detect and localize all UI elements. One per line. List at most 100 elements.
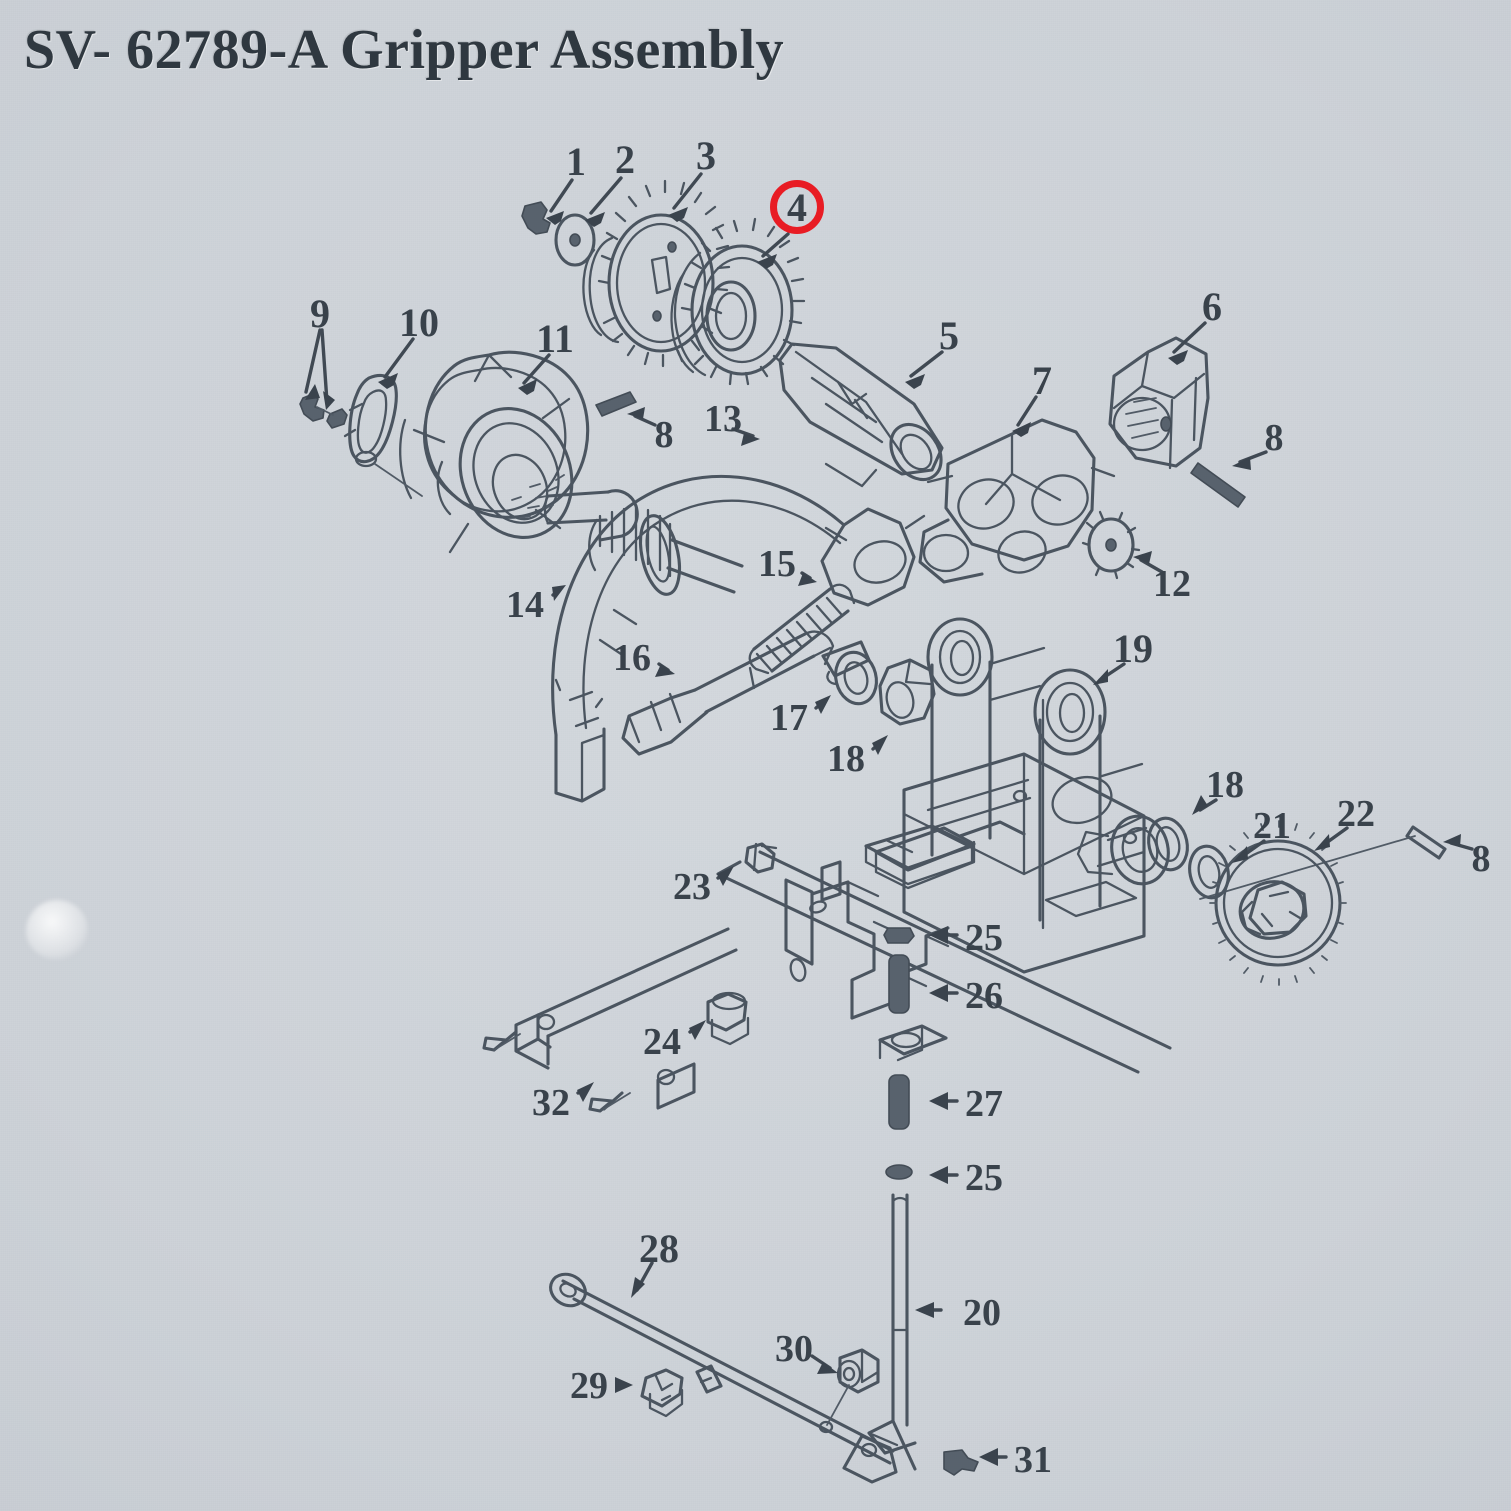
part-8-pin-right xyxy=(1199,825,1447,900)
part-1-pin xyxy=(521,201,551,235)
callout-25-lower[interactable]: 25 xyxy=(929,1157,1003,1199)
callout-23-label: 23 xyxy=(673,866,711,908)
callout-31[interactable]: 31 xyxy=(979,1439,1052,1481)
part-25-key-a xyxy=(883,927,915,944)
callout-23[interactable]: 23 xyxy=(673,866,734,908)
callout-1-label: 1 xyxy=(566,139,586,184)
callout-16[interactable]: 16 xyxy=(613,637,675,679)
part-15-spring xyxy=(748,583,856,675)
part-2-washer xyxy=(554,213,596,267)
callout-10[interactable]: 10 xyxy=(378,300,439,389)
callout-6[interactable]: 6 xyxy=(1168,284,1222,365)
callout-17-label: 17 xyxy=(770,697,808,739)
part-28-link-arm xyxy=(549,1272,898,1484)
callout-20[interactable]: 20 xyxy=(915,1292,1001,1334)
callout-31-label: 31 xyxy=(1014,1439,1052,1481)
callout-32-label: 32 xyxy=(532,1082,570,1124)
part-31-clip xyxy=(943,1449,979,1476)
callout-8-mid-label: 8 xyxy=(1265,417,1284,459)
callout-8-left[interactable]: 8 xyxy=(627,407,674,456)
part-19-frame xyxy=(864,617,1170,974)
callout-8-right[interactable]: 8 xyxy=(1443,834,1491,880)
callout-4[interactable]: 4 xyxy=(757,180,824,270)
callout-25-upper[interactable]: 25 xyxy=(929,917,1003,959)
callout-10-label: 10 xyxy=(399,300,439,345)
callout-15-label: 15 xyxy=(758,543,796,585)
callout-27-label: 27 xyxy=(965,1083,1003,1125)
callout-29[interactable]: 29 xyxy=(570,1365,633,1407)
callout-22[interactable]: 22 xyxy=(1314,793,1375,851)
part-32-bar xyxy=(482,927,738,1113)
callout-13-label: 13 xyxy=(704,398,742,440)
callout-8-left-label: 8 xyxy=(655,414,674,456)
part-29-clip xyxy=(640,1368,684,1418)
callout-8-right-label: 8 xyxy=(1472,838,1491,880)
callout-7[interactable]: 7 xyxy=(1012,358,1052,437)
part-10-bracket xyxy=(343,373,398,468)
part-7-block xyxy=(918,418,1116,584)
callout-8-mid[interactable]: 8 xyxy=(1232,417,1284,470)
callout-32[interactable]: 32 xyxy=(532,1082,594,1124)
callout-19-label: 19 xyxy=(1113,626,1153,671)
callout-25-lower-label: 25 xyxy=(965,1157,1003,1199)
callout-24[interactable]: 24 xyxy=(643,1020,706,1063)
callout-18-right-label: 18 xyxy=(1206,764,1244,806)
callout-21-label: 21 xyxy=(1253,805,1291,847)
callout-30[interactable]: 30 xyxy=(775,1328,838,1374)
part-5-cylinder xyxy=(778,342,944,488)
part-27-pin xyxy=(888,1074,910,1130)
callout-5-label: 5 xyxy=(939,313,959,358)
callout-1[interactable]: 1 xyxy=(546,139,586,225)
callout-28-label: 28 xyxy=(639,1226,679,1271)
callout-2[interactable]: 2 xyxy=(585,137,635,227)
callout-26[interactable]: 26 xyxy=(929,975,1003,1017)
part-25-key-b xyxy=(885,1164,913,1180)
part-8-pin-left xyxy=(595,391,637,417)
paper-smudge-artifact xyxy=(26,900,88,960)
callout-7-label: 7 xyxy=(1032,358,1052,403)
callout-18-left-label: 18 xyxy=(827,738,865,780)
page-title: SV- 62789-A Gripper Assembly xyxy=(24,19,785,81)
part-18-bushing-a xyxy=(878,658,936,726)
callout-18-right[interactable]: 18 xyxy=(1192,764,1244,815)
callout-layer: 1 2 3 4 xyxy=(304,133,1491,1481)
part-8-pin-mid xyxy=(1190,462,1246,508)
callout-11[interactable]: 11 xyxy=(518,316,574,395)
part-4-gear xyxy=(670,217,806,386)
callout-16-label: 16 xyxy=(613,637,651,679)
callout-6-label: 6 xyxy=(1202,284,1222,329)
callout-5[interactable]: 5 xyxy=(905,313,959,389)
callout-9[interactable]: 9 xyxy=(304,291,335,410)
callout-9-label: 9 xyxy=(310,291,330,336)
callout-4-label: 4 xyxy=(787,185,807,230)
callout-11-label: 11 xyxy=(536,316,574,361)
callout-15[interactable]: 15 xyxy=(758,543,817,586)
callout-25-upper-label: 25 xyxy=(965,917,1003,959)
highlight-circle xyxy=(770,180,824,234)
callout-14[interactable]: 14 xyxy=(506,584,566,626)
callout-2-label: 2 xyxy=(615,137,635,182)
callout-3-label: 3 xyxy=(696,133,716,178)
part-26-pin xyxy=(888,954,910,1014)
callout-29-label: 29 xyxy=(570,1365,608,1407)
callout-12[interactable]: 12 xyxy=(1133,551,1191,605)
callout-3[interactable]: 3 xyxy=(668,133,716,222)
part-6-bracket xyxy=(1108,336,1210,470)
callout-20-label: 20 xyxy=(963,1292,1001,1334)
callout-18-left[interactable]: 18 xyxy=(827,735,888,780)
part-20-rod xyxy=(867,1193,917,1471)
part-16-rod xyxy=(621,630,835,756)
callout-17[interactable]: 17 xyxy=(770,695,831,739)
callout-21[interactable]: 21 xyxy=(1232,805,1291,863)
callout-28[interactable]: 28 xyxy=(631,1226,679,1298)
part-17-washer xyxy=(834,650,878,706)
part-11-housing xyxy=(374,350,590,554)
callout-13[interactable]: 13 xyxy=(704,398,760,446)
part-28-tab xyxy=(695,1364,723,1394)
callout-27[interactable]: 27 xyxy=(929,1083,1003,1125)
callout-14-label: 14 xyxy=(506,584,544,626)
callout-19[interactable]: 19 xyxy=(1093,626,1153,685)
part-13-arch-arm xyxy=(551,474,926,803)
